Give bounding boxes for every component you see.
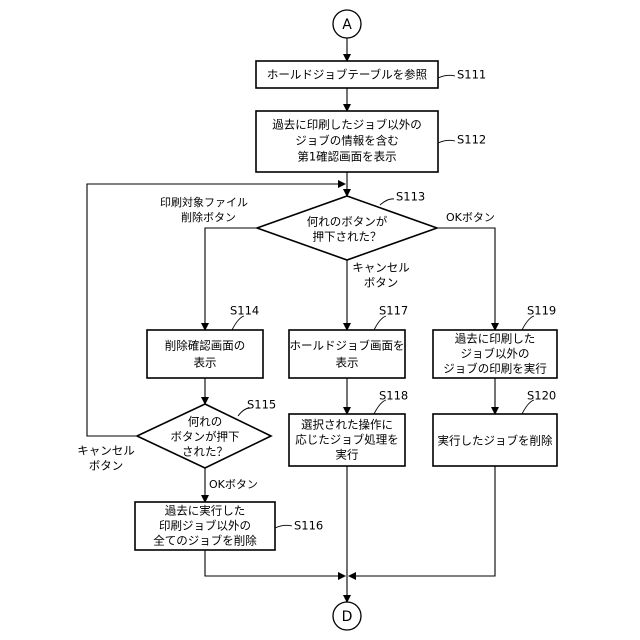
step-s120-id: S120	[527, 389, 556, 403]
step-s118-line-3: 実行	[336, 448, 359, 462]
step-s119-line-1: 過去に印刷した	[455, 332, 536, 346]
step-s117-box	[289, 330, 405, 378]
step-s114-box	[147, 330, 263, 378]
step-s113-line-1: 何れのボタンが	[307, 215, 388, 229]
step-s116-line-1: 過去に実行した	[165, 504, 246, 518]
step-s112-line-2: ジョブの情報を含む	[295, 134, 399, 148]
branch-delete-label-1: 印刷対象ファイル	[160, 195, 248, 209]
step-s115-line-1: 何れの	[188, 415, 223, 429]
connector-a-label: A	[342, 17, 352, 33]
branch-cancel-label-115-2: ボタン	[89, 459, 124, 473]
step-s115-id: S115	[247, 398, 276, 412]
branch-ok-label-113: OKボタン	[446, 211, 495, 224]
step-s117-line-2: 表示	[336, 356, 359, 370]
step-s118-id: S118	[379, 389, 408, 403]
step-s114-line-2: 表示	[194, 356, 217, 370]
step-s118-line-1: 選択された操作に	[301, 418, 393, 432]
branch-delete-label-2: 削除ボタン	[181, 210, 236, 224]
branch-cancel-label-115-1: キャンセル	[77, 444, 135, 458]
step-s116-line-3: 全てのジョブを削除	[153, 534, 257, 548]
step-s115-line-3: された？	[182, 445, 228, 459]
step-s119-line-3: ジョブの印刷を実行	[443, 362, 547, 376]
step-s117-line-1: ホールドジョブ画面を	[290, 339, 405, 353]
step-s116-line-2: 印刷ジョブ以外の	[159, 519, 251, 533]
step-s113-line-2: 押下された？	[313, 230, 382, 244]
connector-d-label: D	[342, 609, 353, 625]
step-s112-line-3: 第1確認画面を表示	[297, 150, 396, 164]
step-s120-line-1: 実行したジョブを削除	[438, 434, 553, 448]
step-s114-id: S114	[230, 304, 259, 318]
step-s114-line-1: 削除確認画面の	[165, 339, 246, 353]
step-s113-id: S113	[396, 190, 425, 204]
step-s112-line-1: 過去に印刷したジョブ以外の	[272, 118, 422, 132]
branch-cancel-label-113-1: キャンセル	[352, 261, 410, 275]
step-s119-line-2: ジョブ以外の	[461, 347, 530, 361]
branch-cancel-label-113-2: ボタン	[364, 276, 399, 290]
step-s117-id: S117	[379, 304, 408, 318]
step-s119-id: S119	[527, 304, 556, 318]
step-s118-line-2: 応じたジョブ処理を	[295, 433, 399, 447]
step-s115-line-2: ボタンが押下	[171, 430, 240, 444]
step-s111-line-1: ホールドジョブテーブルを参照	[267, 68, 427, 82]
step-s112-id: S112	[457, 133, 486, 147]
branch-ok-label-115: OKボタン	[209, 478, 258, 491]
step-s111-id: S111	[457, 68, 486, 82]
step-s116-id: S116	[294, 519, 323, 533]
